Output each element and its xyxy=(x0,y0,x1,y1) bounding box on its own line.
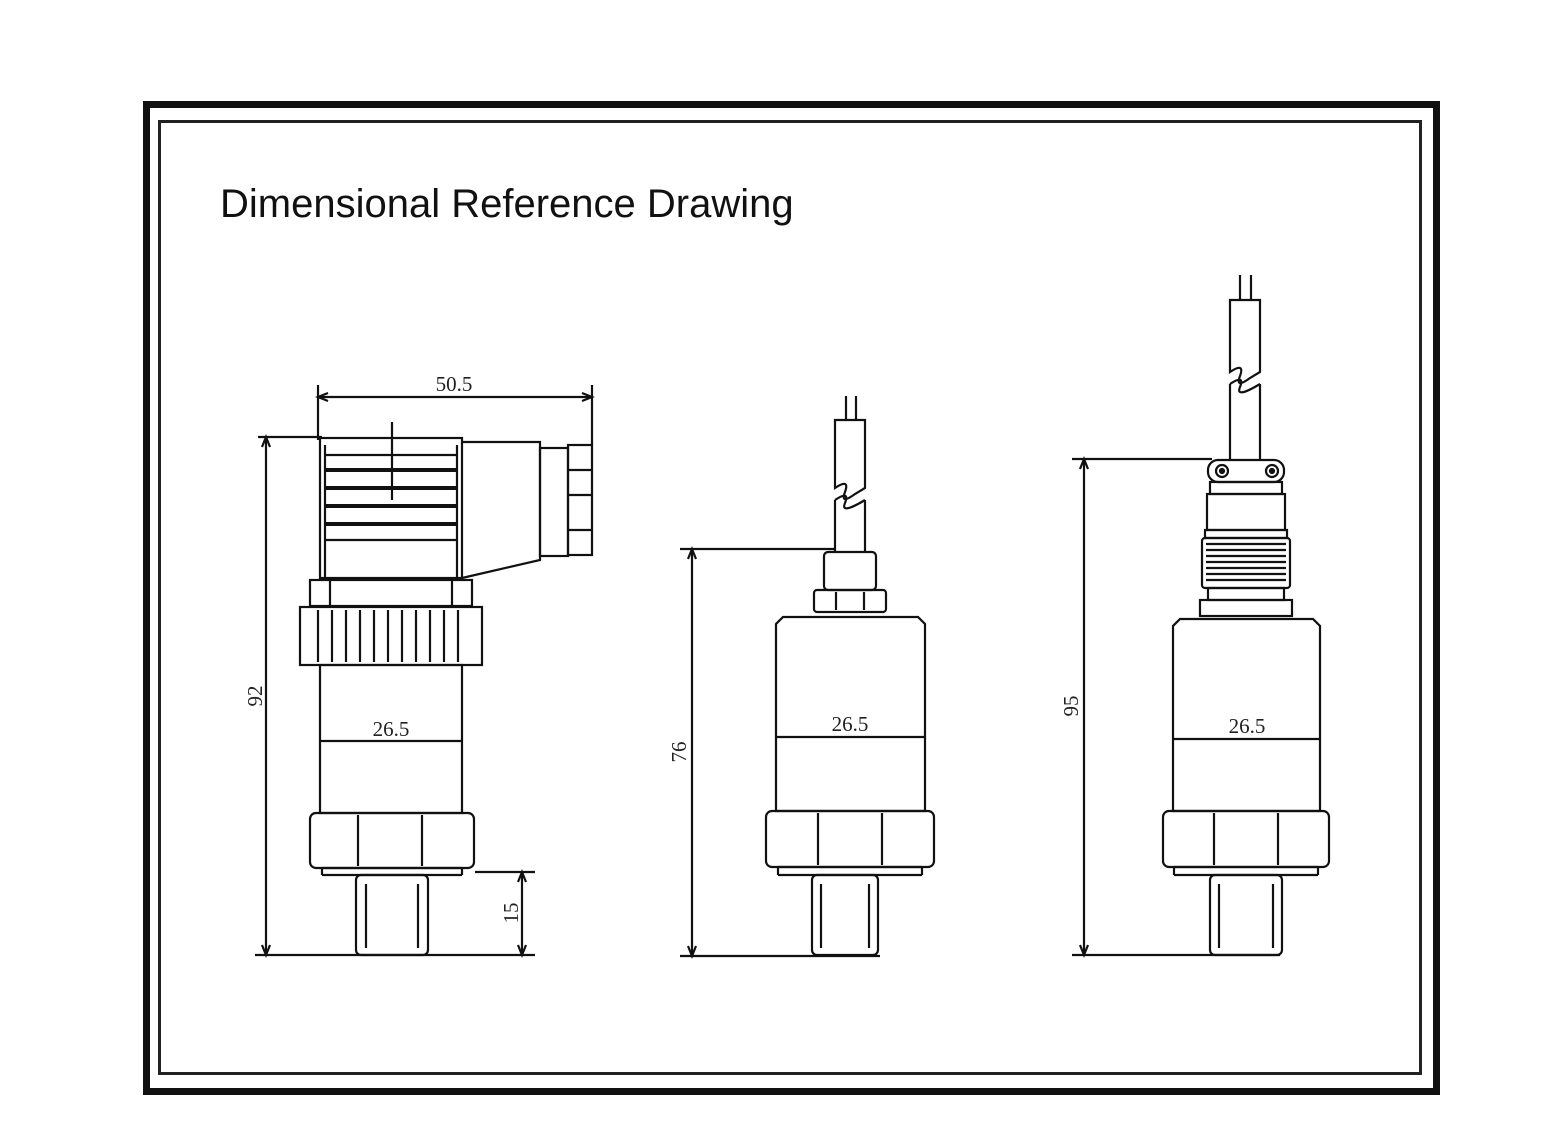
thread-dimension-label: 15 xyxy=(499,903,523,924)
height-dimension-label-view3: 95 xyxy=(1059,696,1083,717)
width-dimension-label: 50.5 xyxy=(436,372,473,396)
view-din-connector: 50.5 xyxy=(243,372,595,958)
view-aviation-plug: 26.5 95 xyxy=(1059,275,1331,958)
diameter-label-view1: 26.5 xyxy=(373,717,410,741)
drawing-title: Dimensional Reference Drawing xyxy=(220,182,794,226)
outer-frame xyxy=(143,101,1440,1095)
height-dimension-label-view1: 92 xyxy=(243,686,267,707)
height-dimension-label-view2: 76 xyxy=(667,742,691,763)
view-cable-gland: 26.5 76 xyxy=(667,396,936,959)
diameter-label-view2: 26.5 xyxy=(832,712,869,736)
inner-frame xyxy=(158,120,1422,1075)
diameter-label-view3: 26.5 xyxy=(1229,714,1266,738)
